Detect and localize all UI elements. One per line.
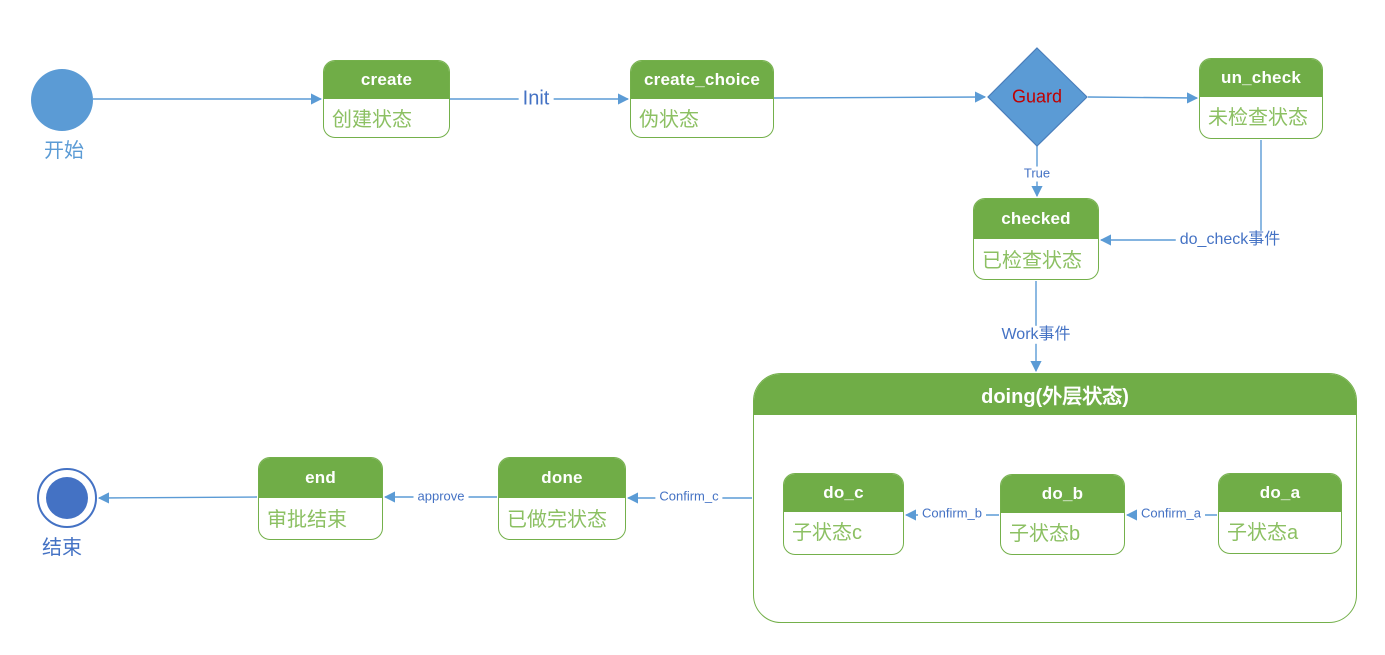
state-checked-title: checked xyxy=(974,199,1098,239)
start-node-circle xyxy=(31,69,93,131)
edge-un-check-to-checked xyxy=(1099,140,1262,246)
state-done-subtitle: 已做完状态 xyxy=(507,509,607,531)
state-create: create 创建状态 xyxy=(323,60,450,138)
state-un-check-title: un_check xyxy=(1200,59,1322,97)
edge-label-true: True xyxy=(1019,166,1055,182)
state-checked-subtitle: 已检查状态 xyxy=(982,250,1082,272)
state-do-c-title: do_c xyxy=(784,474,903,512)
state-do-b-title: do_b xyxy=(1001,475,1124,513)
edge-label-approve: approve xyxy=(413,489,469,505)
state-create-choice: create_choice 伪状态 xyxy=(630,60,774,138)
state-do-a: do_a 子状态a xyxy=(1218,473,1342,554)
state-do-b-subtitle: 子状态b xyxy=(1009,522,1081,545)
state-checked: checked 已检查状态 xyxy=(973,198,1099,280)
state-do-c: do_c 子状态c xyxy=(783,473,904,555)
composite-state-doing-title: doing(外层状态) xyxy=(754,374,1356,415)
start-node-label: 开始 xyxy=(44,140,84,162)
state-do-a-title: do_a xyxy=(1219,474,1341,512)
state-create-choice-subtitle: 伪状态 xyxy=(639,108,699,131)
state-done: done 已做完状态 xyxy=(498,457,626,540)
state-do-b: do_b 子状态b xyxy=(1000,474,1125,555)
state-create-subtitle: 创建状态 xyxy=(332,108,412,131)
state-create-choice-title: create_choice xyxy=(631,61,773,99)
final-node-inner-dot xyxy=(46,477,88,519)
edge-label-do-check: do_check事件 xyxy=(1175,230,1285,250)
guard-diamond-label: Guard xyxy=(1011,86,1063,107)
state-end-subtitle: 审批结束 xyxy=(267,509,347,531)
state-un-check-subtitle: 未检查状态 xyxy=(1208,106,1308,129)
final-node-label: 结束 xyxy=(42,537,82,559)
state-un-check: un_check 未检查状态 xyxy=(1199,58,1323,139)
state-do-c-subtitle: 子状态c xyxy=(792,521,862,544)
state-end: end 审批结束 xyxy=(258,457,383,540)
edge-label-confirm-a: Confirm_a xyxy=(1137,506,1205,522)
state-do-a-subtitle: 子状态a xyxy=(1227,521,1299,544)
state-create-title: create xyxy=(324,61,449,99)
state-end-title: end xyxy=(259,458,382,498)
edge-label-work: Work事件 xyxy=(997,325,1075,345)
edge-end-to-final xyxy=(97,492,258,504)
edge-guard-to-un-check xyxy=(1087,92,1199,104)
edge-label-confirm-b: Confirm_b xyxy=(918,506,986,522)
edge-create-choice-to-guard xyxy=(773,91,987,103)
state-done-title: done xyxy=(499,458,625,498)
edge-label-confirm-c: Confirm_c xyxy=(655,489,723,505)
composite-state-doing: doing(外层状态) xyxy=(753,373,1357,623)
edge-label-init: Init xyxy=(518,87,554,111)
final-node-circle xyxy=(37,468,97,528)
